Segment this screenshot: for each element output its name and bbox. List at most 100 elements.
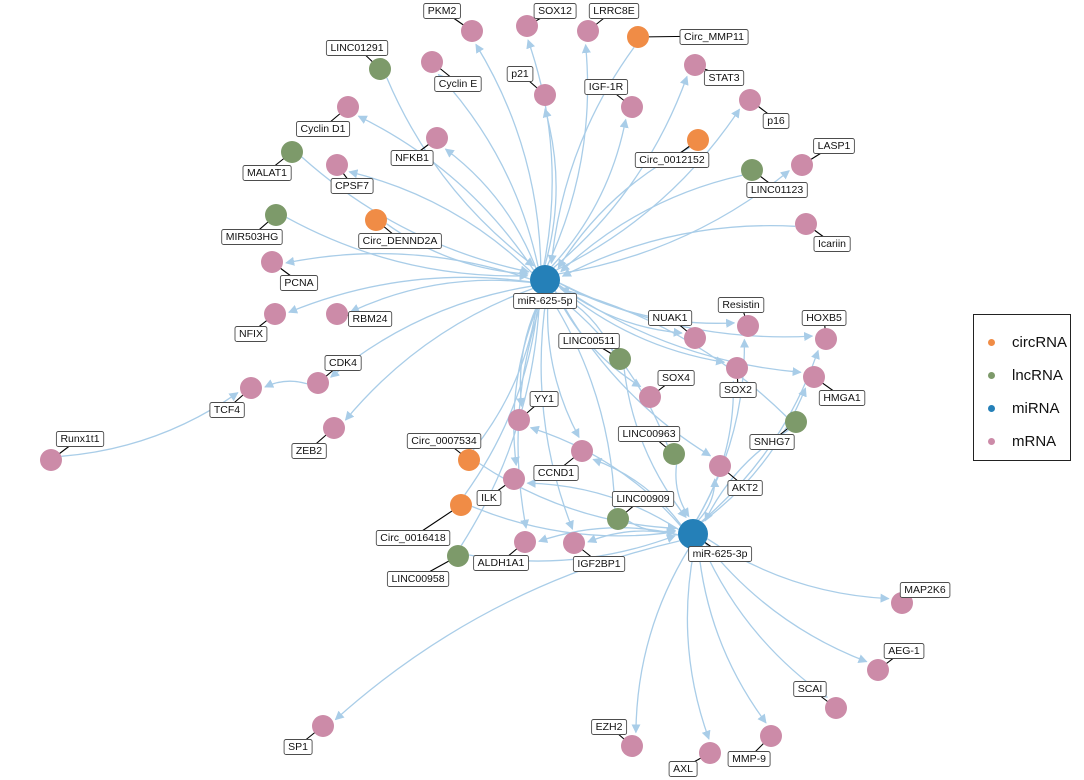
label-box — [529, 391, 559, 407]
node-yy1 — [508, 409, 530, 431]
label-sox12: SOX12 — [533, 3, 577, 19]
edges-layer — [61, 39, 890, 740]
label-box — [688, 546, 753, 562]
edge-malat1-to-mir-625-5p — [301, 156, 530, 275]
edge-mir-625-5p-to-cyclin-e — [437, 73, 539, 267]
label-nfkb1: NFKB1 — [390, 150, 434, 166]
node-lrrc8e — [577, 20, 599, 42]
edge-mir-625-3p-to-mmp-9 — [697, 547, 767, 724]
label-zeb2: ZEB2 — [291, 443, 327, 459]
label-box — [330, 178, 374, 194]
label-text: Cyclin E — [439, 78, 478, 90]
label-text: PCNA — [284, 277, 313, 289]
edge-mir-625-5p-to-akt2 — [554, 290, 712, 457]
node-mmp-9 — [760, 725, 782, 747]
label-text: ALDH1A1 — [478, 557, 525, 569]
label-box — [813, 138, 855, 154]
label-box — [813, 236, 851, 252]
label-text: NFIX — [239, 328, 263, 340]
label-text: HMGA1 — [823, 392, 861, 404]
label-text: Cyclin D1 — [301, 123, 346, 135]
label-box — [533, 3, 577, 19]
label-sp1: SP1 — [283, 739, 313, 755]
edge-mir-625-5p-to-pkm2 — [475, 43, 542, 266]
label-snhg7: SNHG7 — [749, 434, 795, 450]
edge-mir-625-5p-to-pcna — [285, 252, 531, 280]
edge-linc00963-to-mir-625-3p — [675, 464, 690, 518]
node-nfix — [264, 303, 286, 325]
label-box — [348, 311, 393, 327]
label-box — [558, 333, 620, 349]
label-map2k6: MAP2K6 — [899, 582, 951, 598]
label-icariin: Icariin — [813, 236, 851, 252]
node-mir-625-3p — [678, 519, 708, 549]
label-text: p16 — [767, 115, 785, 127]
label-box — [668, 761, 698, 777]
label-text: LINC00909 — [616, 493, 669, 505]
node-circ-0007534 — [458, 449, 480, 471]
label-box — [279, 275, 319, 291]
edge-mir-625-3p-to-igf2bp1 — [587, 530, 679, 544]
label-text: miR-625-5p — [518, 295, 573, 307]
label-text: LINC00963 — [622, 428, 675, 440]
label-runx1t1: Runx1t1 — [55, 431, 105, 447]
label-box — [283, 739, 313, 755]
node-linc00511 — [609, 348, 631, 370]
label-linc00511: LINC00511 — [558, 333, 620, 349]
label-igf2bp1: IGF2BP1 — [572, 556, 626, 572]
edge-mir-625-5p-to-nfkb1 — [444, 148, 537, 269]
label-box — [762, 113, 790, 129]
label-text: SP1 — [288, 741, 308, 753]
node-mir-625-5p — [530, 265, 560, 295]
label-box — [591, 719, 628, 735]
edge-mir-625-3p-to-ezh2 — [631, 548, 690, 734]
legend-label: lncRNA — [1012, 366, 1063, 384]
label-aeg-1: AEG-1 — [883, 643, 925, 659]
label-linc01291: LINC01291 — [325, 40, 389, 56]
edge-mir-625-5p-to-cyclin-d1 — [357, 115, 535, 271]
node-linc01123 — [741, 159, 763, 181]
label-text: AKT2 — [732, 482, 758, 494]
label-text: TCF4 — [214, 404, 240, 416]
label-text: SOX4 — [662, 372, 690, 384]
label-text: HOXB5 — [806, 312, 842, 324]
label-akt2: AKT2 — [727, 480, 763, 496]
edge-mir-625-5p-to-stat3 — [553, 75, 689, 269]
label-scai: SCAI — [793, 681, 827, 697]
label-aldh1a1: ALDH1A1 — [473, 555, 529, 571]
edge-linc00511-to-mir-625-3p — [623, 369, 687, 519]
node-axl — [699, 742, 721, 764]
label-ccnd1: CCND1 — [533, 465, 579, 481]
label-box — [473, 555, 529, 571]
label-text: NUAK1 — [652, 312, 687, 324]
label-text: MAP2K6 — [904, 584, 946, 596]
label-box — [719, 382, 757, 398]
label-box — [406, 433, 482, 449]
edge-mir-625-5p-to-rbm24 — [349, 279, 531, 313]
label-pkm2: PKM2 — [423, 3, 461, 19]
nodes-layer — [40, 15, 913, 764]
label-box — [727, 751, 771, 767]
label-box — [648, 310, 693, 326]
label-text: LINC01123 — [751, 184, 804, 196]
label-malat1: MALAT1 — [242, 165, 292, 181]
edge-mir-625-5p-to-sox12 — [526, 39, 553, 266]
legend-item-lncrna: lncRNA — [988, 364, 1063, 386]
node-nuak1 — [684, 327, 706, 349]
label-box — [899, 582, 951, 598]
edge-mir-625-3p-to-ccnd1 — [592, 457, 682, 526]
edge-linc01123-to-mir-625-5p — [560, 174, 743, 273]
legend-item-mirna: miRNA — [988, 397, 1060, 419]
node-aeg-1 — [867, 659, 889, 681]
label-text: EZH2 — [596, 721, 623, 733]
label-stat3: STAT3 — [703, 70, 745, 86]
label-box — [584, 79, 629, 95]
label-text: Runx1t1 — [60, 433, 99, 445]
edge-mir-625-3p-to-ilk — [526, 478, 680, 531]
label-circ-0016418: Circ_0016418 — [375, 530, 451, 546]
label-text: LINC01291 — [330, 42, 383, 54]
label-linc01123: LINC01123 — [746, 182, 808, 198]
node-igf-1r — [621, 96, 643, 118]
label-cpsf7: CPSF7 — [330, 178, 374, 194]
